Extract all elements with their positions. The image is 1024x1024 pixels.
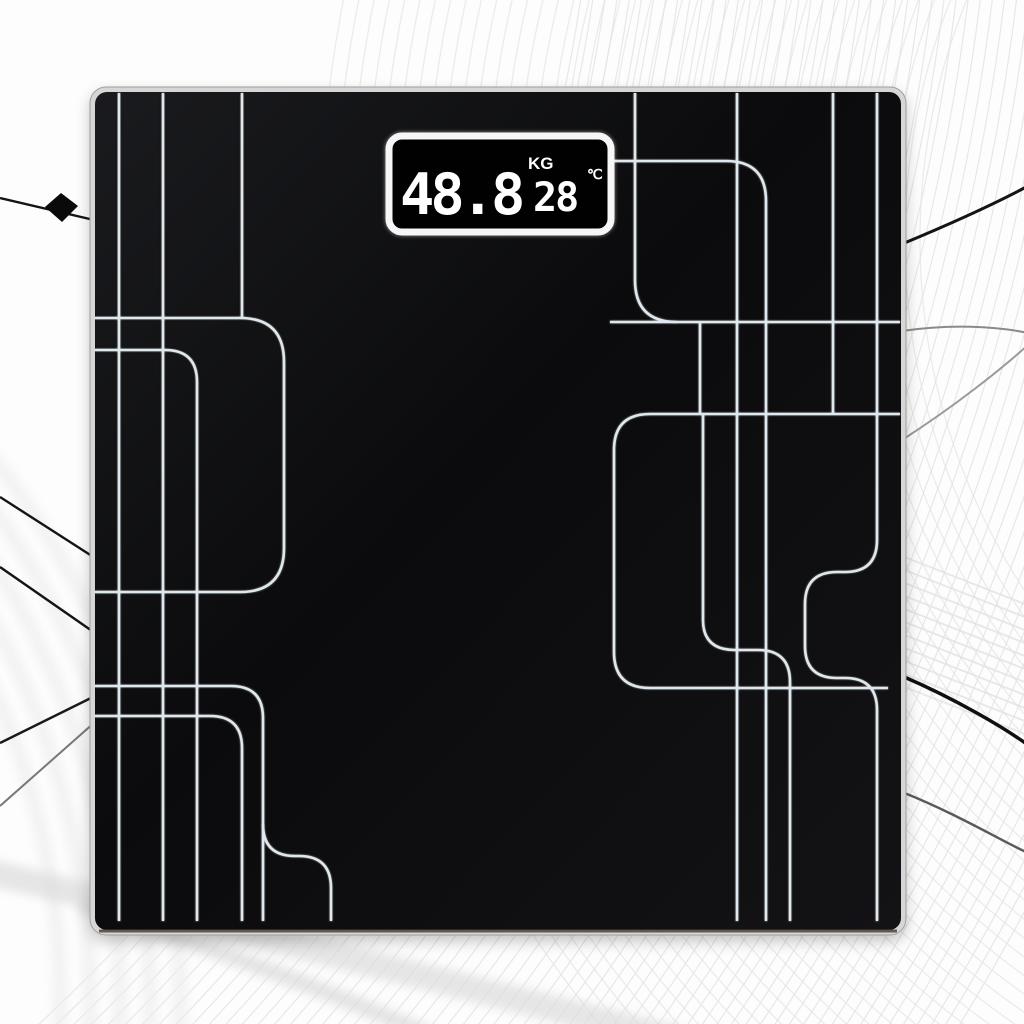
accent-curve-right-lower (901, 790, 1024, 853)
ripple-arc (0, 559, 127, 1024)
background-accent-lines (0, 186, 1024, 853)
lcd-display-frame (385, 132, 615, 236)
accent-line-left-4 (0, 721, 96, 807)
temperature-value: 28 (533, 175, 577, 221)
stripe-line (901, 607, 1024, 657)
accent-line-left-2 (0, 566, 96, 634)
background-soft-bands-left (0, 455, 187, 1024)
diamond-marker (45, 193, 78, 222)
accent-line-left-callout (0, 196, 95, 222)
accent-arc-right (901, 325, 1024, 334)
lcd-display: 48.8 KG 28 ℃ (385, 132, 615, 236)
stripe-line (901, 581, 1024, 631)
ripple-arc (919, 0, 1024, 591)
background-stripes-right (901, 555, 1024, 735)
ripple-arc (0, 505, 157, 1024)
stripe-line (901, 594, 1024, 644)
ripple-arc (0, 686, 67, 1024)
stripe-line (901, 659, 1024, 709)
accent-line-left-1 (0, 495, 96, 560)
stripe-line (901, 646, 1024, 696)
stripe-line (901, 555, 1024, 605)
weight-value: 48.8 (400, 162, 522, 228)
stripe-line (901, 620, 1024, 670)
soft-band-bottom-left (0, 861, 670, 1024)
weight-unit: KG (528, 154, 554, 173)
stripe-line (901, 685, 1024, 735)
scale-body: 48.8 KG 28 ℃ (89, 86, 907, 936)
ripple-arc (0, 455, 187, 1024)
temperature-unit: ℃ (587, 166, 603, 182)
stripe-line (901, 568, 1024, 618)
accent-diagonal-right (901, 347, 1024, 441)
stripe-line (901, 672, 1024, 722)
accent-line-left-3 (0, 694, 96, 745)
accent-curve-right-bottom (901, 674, 1024, 745)
scale-glass-platform (95, 92, 901, 930)
accent-line-right-top (901, 186, 1024, 246)
ripple-arc (0, 619, 97, 1024)
stripe-line (901, 633, 1024, 683)
